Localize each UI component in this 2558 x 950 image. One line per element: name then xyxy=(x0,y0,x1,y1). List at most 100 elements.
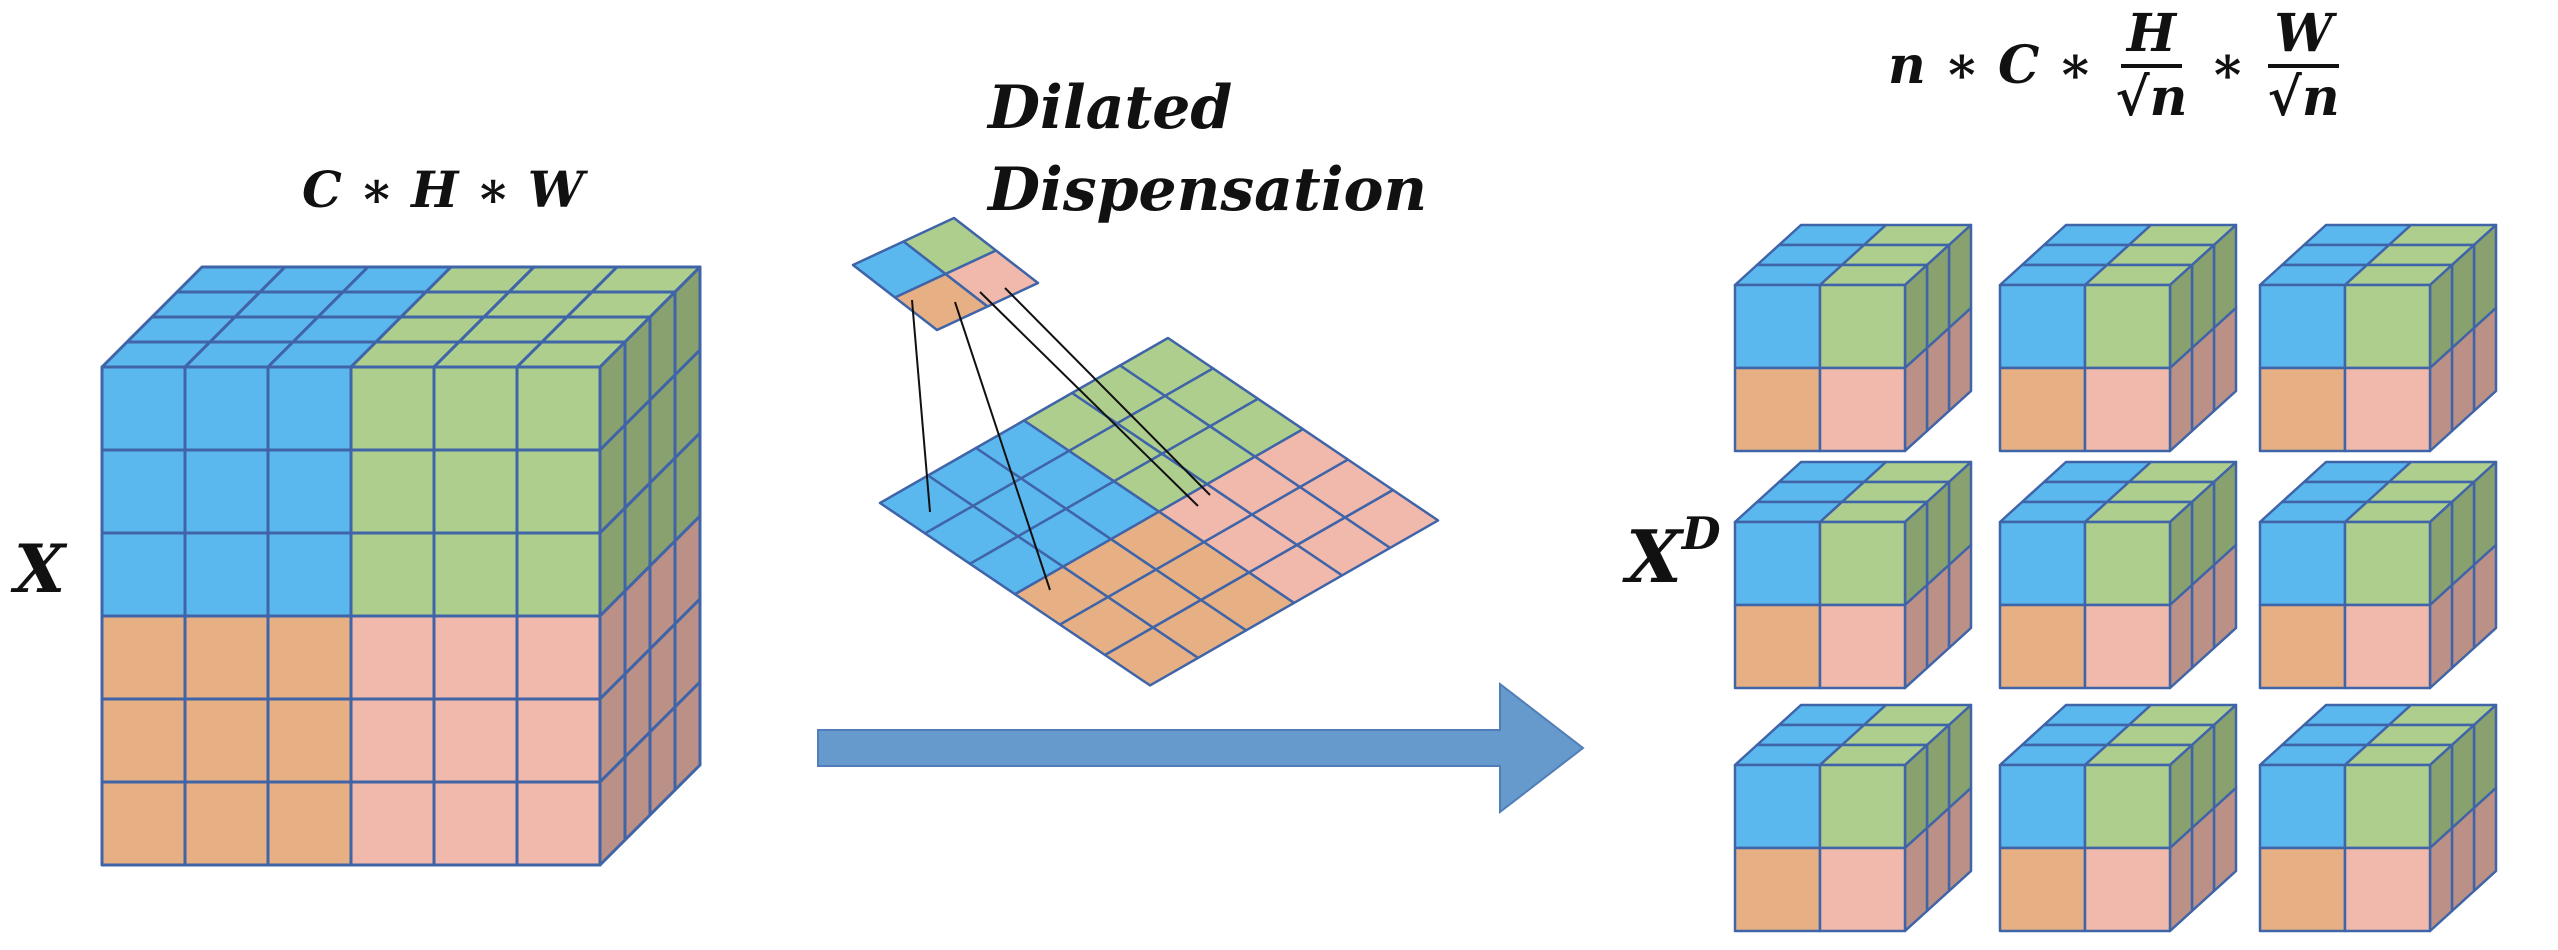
sub-cube-front-cell xyxy=(1733,846,1822,933)
sub-cube-front-cell xyxy=(2343,366,2432,453)
sub-cube-side-cell xyxy=(2428,826,2454,933)
input-cube-front-cell xyxy=(432,531,519,618)
input-cube-front-cell xyxy=(100,448,187,535)
input-cube-front-cell xyxy=(266,531,353,618)
sub-cube-front-cell xyxy=(2258,763,2347,850)
output-frac-width: W √n xyxy=(2268,8,2340,124)
sub-cube-side-cell xyxy=(1947,306,1973,413)
sub-cube-front-cell xyxy=(2083,603,2172,690)
sub-cube-front-cell xyxy=(2258,520,2347,607)
transform-arrow xyxy=(817,681,1585,815)
operation-label-line1: Dilated xyxy=(988,73,1233,143)
sub-cube-front-cell xyxy=(1998,283,2087,370)
output-frac-separator: ∗ xyxy=(2209,35,2246,96)
input-cube-front-cell xyxy=(515,780,602,867)
frac-width-numerator: W xyxy=(2268,8,2339,68)
input-cube-front-cell xyxy=(266,697,353,784)
sub-cube-side-cell xyxy=(2428,346,2454,453)
input-feature-grid xyxy=(878,336,1440,687)
output-sub-cube xyxy=(2258,223,2498,453)
frac-height-numerator: H xyxy=(2120,8,2183,68)
sub-cube-front-cell xyxy=(1998,763,2087,850)
sub-cube-front-cell xyxy=(2343,603,2432,690)
sub-cube-side-cell xyxy=(1925,806,1951,913)
sub-cube-front-cell xyxy=(2083,846,2172,933)
output-sub-cube xyxy=(1998,460,2238,690)
dilation-kernel-grid xyxy=(851,216,1040,332)
sub-cube-side-cell xyxy=(2450,326,2476,433)
sub-cube-side-cell xyxy=(2428,583,2454,690)
sub-cube-front-cell xyxy=(2258,603,2347,690)
output-dims-formula: n ∗ C ∗ H √n ∗ W √n xyxy=(1888,8,2344,124)
kernel-cell xyxy=(893,272,989,332)
sub-cube-front-cell xyxy=(2343,763,2432,850)
output-dims-prefix: n ∗ C ∗ xyxy=(1888,35,2094,96)
sub-cube-front-cell xyxy=(1733,520,1822,607)
input-cube-front-cell xyxy=(515,448,602,535)
sub-cube-side-cell xyxy=(1903,583,1929,690)
sub-cube-front-cell xyxy=(1733,283,1822,370)
output-sub-cube xyxy=(1733,460,1973,690)
output-sub-cube xyxy=(2258,460,2498,690)
sub-cube-front-cell xyxy=(2083,763,2172,850)
input-dims-label: C ∗ H ∗ W xyxy=(302,160,584,219)
output-sub-cubes xyxy=(1733,223,2498,933)
sub-cube-front-cell xyxy=(1818,283,1907,370)
input-cube-front-cell xyxy=(100,614,187,701)
sub-cube-front-cell xyxy=(1733,603,1822,690)
sub-cube-front-cell xyxy=(2343,846,2432,933)
output-sub-cube xyxy=(2258,703,2498,933)
sub-cube-side-cell xyxy=(2168,826,2194,933)
input-cube-front-cell xyxy=(349,531,436,618)
sub-cube-front-cell xyxy=(1818,846,1907,933)
sqrt-sign: √ xyxy=(2267,67,2302,128)
connector-line xyxy=(1004,287,1211,496)
input-cube-front-cell xyxy=(100,365,187,452)
connector-line xyxy=(911,299,931,513)
sub-cube-side-cell xyxy=(2450,563,2476,670)
input-symbol-label: X xyxy=(14,530,66,608)
sub-cube-front-cell xyxy=(2083,520,2172,607)
input-cube-front-cell xyxy=(183,365,270,452)
sub-cube-side-cell xyxy=(1903,346,1929,453)
input-cube-front-cell xyxy=(515,531,602,618)
sub-cube-side-cell xyxy=(1925,563,1951,670)
output-symbol: X xyxy=(1626,514,1682,599)
sub-cube-front-cell xyxy=(2258,283,2347,370)
sub-cube-side-cell xyxy=(2472,786,2498,893)
frac-width-denominator: √n xyxy=(2268,68,2340,124)
output-symbol-label: XD xyxy=(1626,511,1721,593)
input-cube-front-cell xyxy=(100,531,187,618)
input-cube-front-cell xyxy=(100,780,187,867)
input-cube-front-cell xyxy=(432,697,519,784)
input-cube-front-cell xyxy=(266,365,353,452)
output-sub-cube xyxy=(1998,223,2238,453)
input-cube-front-cell xyxy=(183,697,270,784)
sqrt-radicand: n xyxy=(2149,67,2188,128)
sub-cube-front-cell xyxy=(2258,846,2347,933)
connector-line xyxy=(954,301,1051,591)
sub-cube-side-cell xyxy=(1903,826,1929,933)
sub-cube-front-cell xyxy=(1998,846,2087,933)
sub-cube-front-cell xyxy=(1818,763,1907,850)
sub-cube-front-cell xyxy=(1818,603,1907,690)
input-cube-front-cell xyxy=(100,697,187,784)
input-cube-front-cell xyxy=(266,780,353,867)
input-cube-front-cell xyxy=(349,614,436,701)
sub-cube-front-cell xyxy=(2343,283,2432,370)
input-cube-front-cell xyxy=(432,614,519,701)
input-cube-front-cell xyxy=(515,365,602,452)
input-cube-front-cell xyxy=(183,614,270,701)
sub-cube-side-cell xyxy=(2472,306,2498,413)
sub-cube-front-cell xyxy=(2343,520,2432,607)
input-cube-front-cell xyxy=(515,614,602,701)
input-cube-front-cell xyxy=(349,448,436,535)
sub-cube-front-cell xyxy=(1818,366,1907,453)
sub-cube-side-cell xyxy=(1947,786,1973,893)
input-cube-front-cell xyxy=(349,697,436,784)
sub-cube-side-cell xyxy=(2168,346,2194,453)
sub-cube-front-cell xyxy=(1733,763,1822,850)
sub-cube-side-cell xyxy=(2212,543,2238,650)
sub-cube-side-cell xyxy=(2212,786,2238,893)
operation-label-line2: Dispensation xyxy=(988,155,1428,225)
